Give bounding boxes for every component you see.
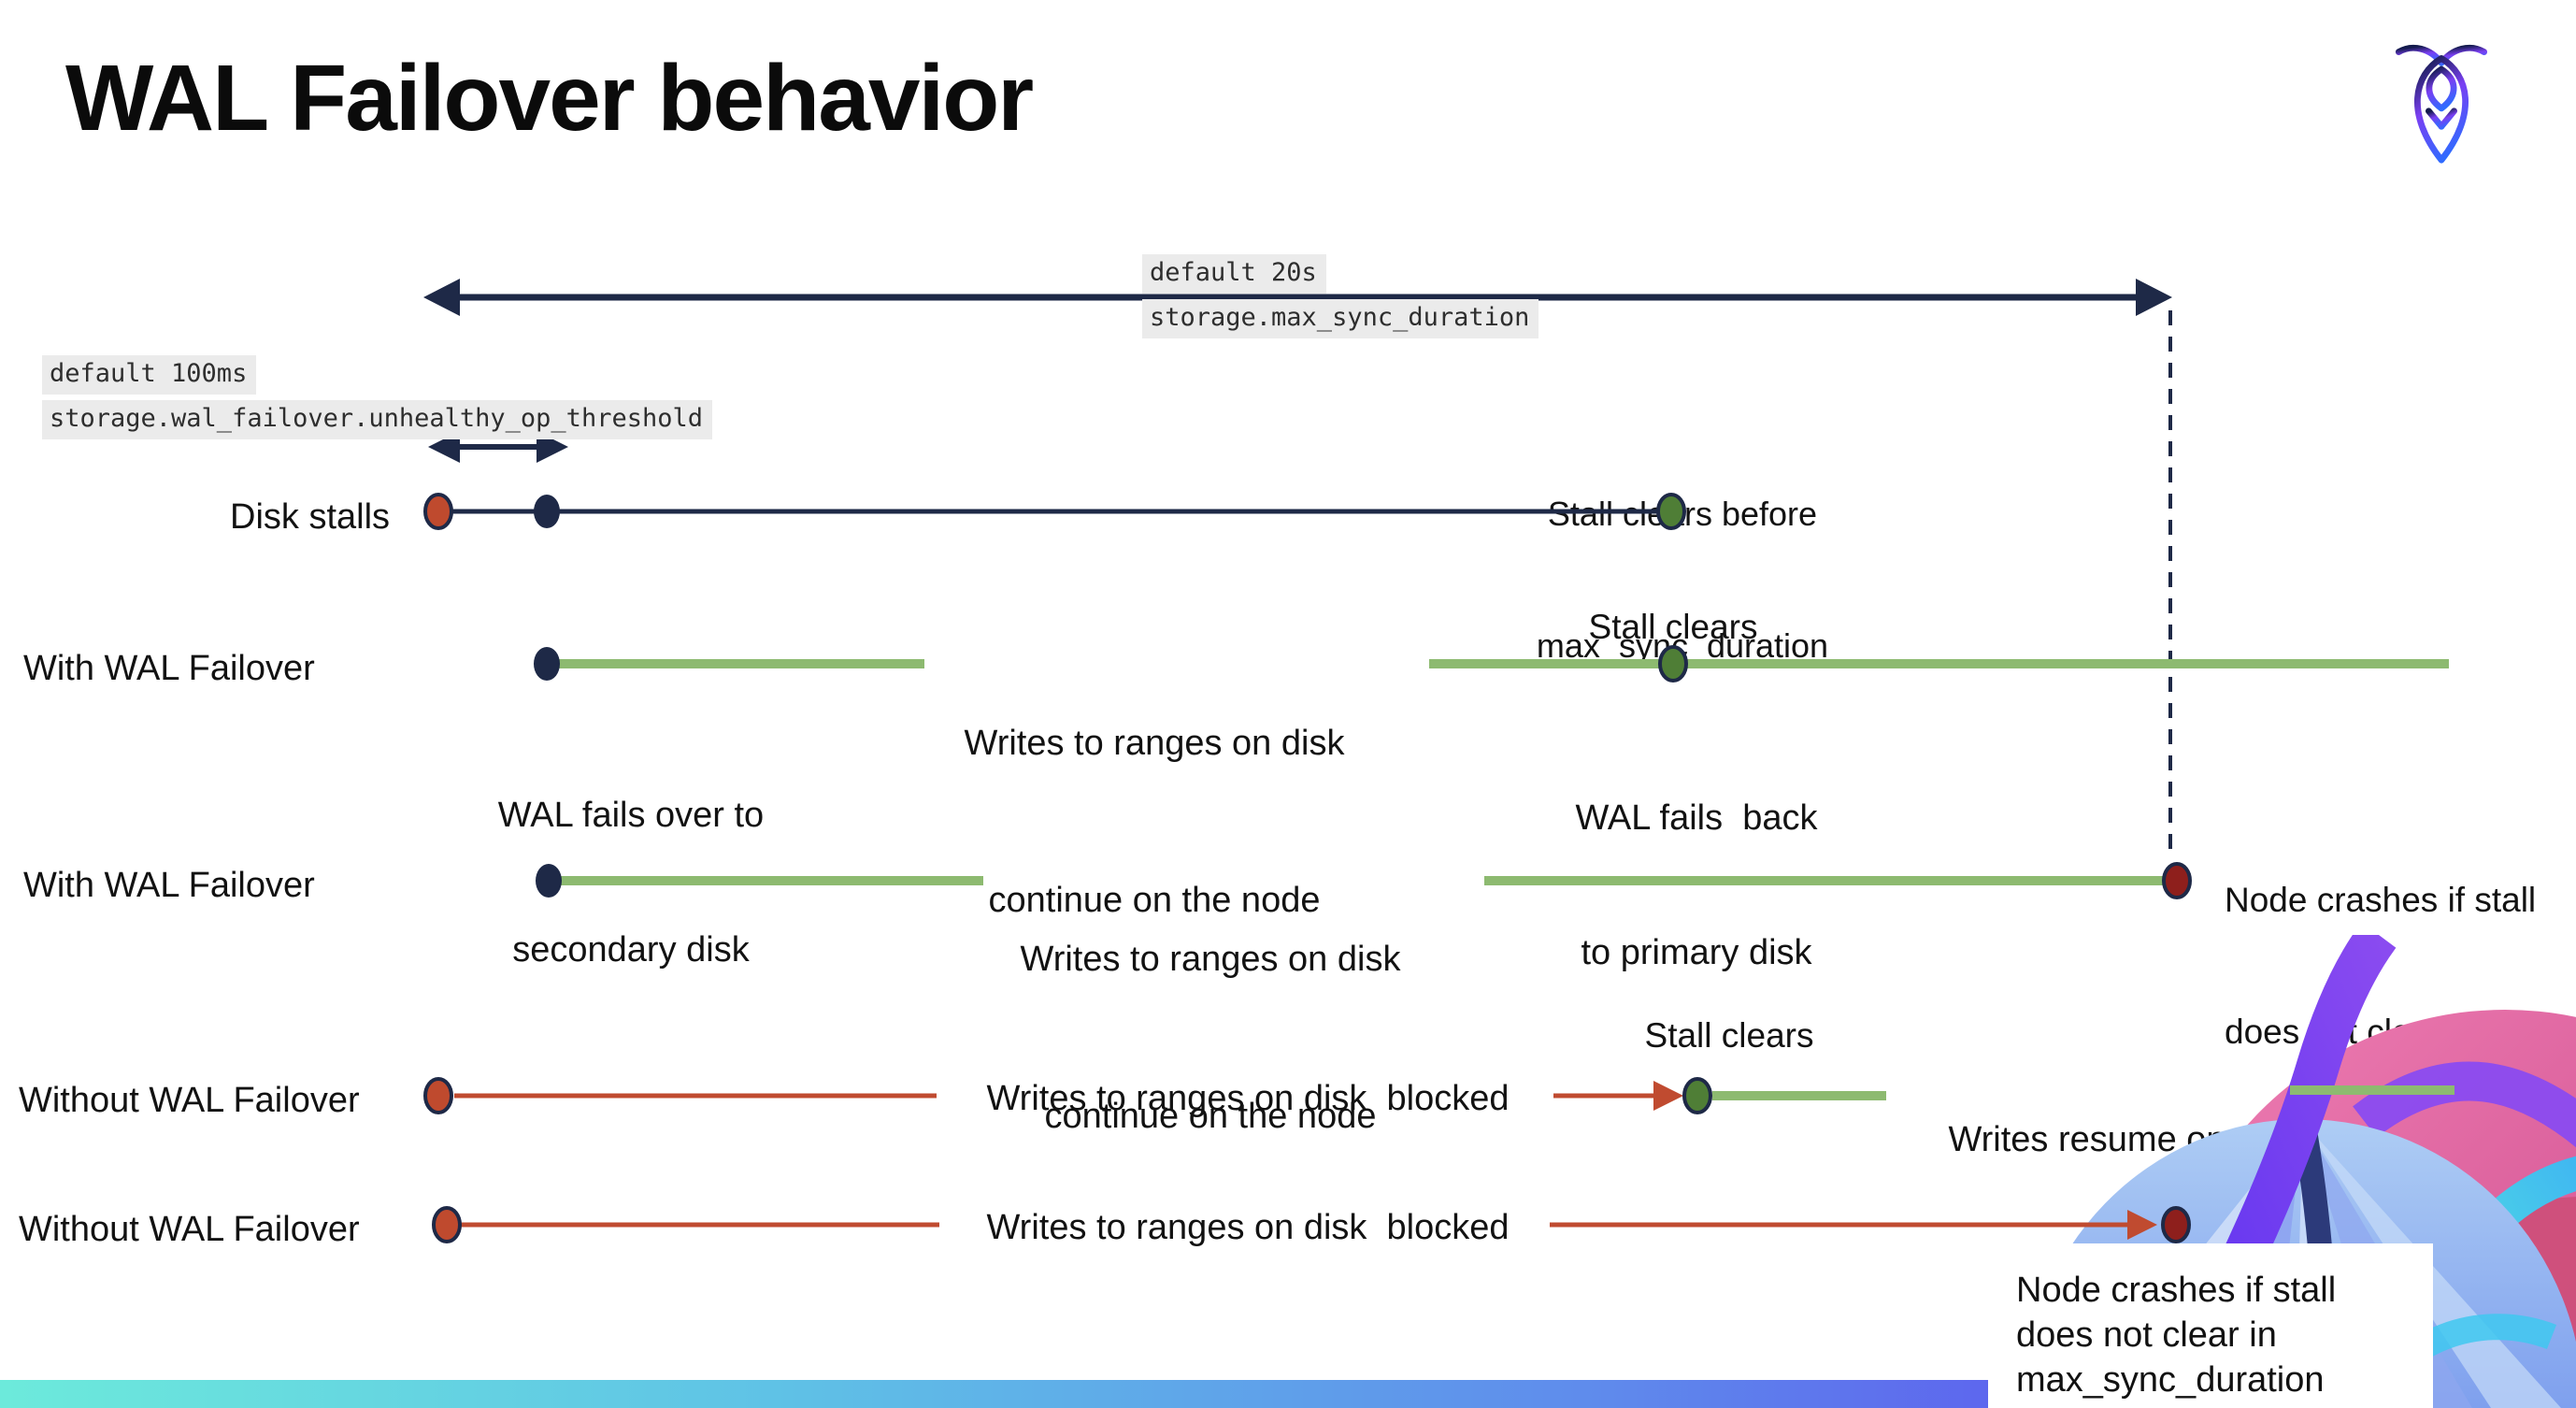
wal-fails-back-label: WAL fails back to primary disk	[1575, 798, 1818, 972]
stall-start-dot	[432, 1206, 462, 1243]
node-crash-dot	[2162, 862, 2192, 899]
slide-title: WAL Failover behavior	[65, 46, 1034, 151]
threshold-dot	[534, 495, 560, 528]
stall-start-dot	[423, 1077, 453, 1114]
failover-dot	[534, 647, 560, 681]
stall-clears-label-1: Stall clears	[1588, 608, 1758, 646]
stall-clears-dot	[1682, 1077, 1712, 1114]
row-label-without-wal-failover-2: Without WAL Failover	[19, 1210, 360, 1249]
writes-blocked-label-1: Writes to ranges on disk blocked	[986, 1079, 1510, 1118]
writes-continue-label-1: Writes to ranges on disk continue on the…	[964, 724, 1345, 920]
stall-clears-before-label: Stall clears before max_sync_duration	[1536, 495, 1829, 665]
cockroachdb-logo-icon	[2395, 44, 2488, 164]
crash-note-text: Node crashes if stall does not clear in …	[2016, 1271, 2337, 1400]
row-label-with-wal-failover-1: With WAL Failover	[23, 649, 315, 688]
stall-start-dot	[423, 493, 453, 530]
crash-note-box: Node crashes if stall does not clear in …	[1988, 1243, 2433, 1408]
row-label-without-wal-failover-1: Without WAL Failover	[19, 1081, 360, 1120]
row-label-with-wal-failover-2: With WAL Failover	[23, 866, 315, 905]
stall-clears-label-2: Stall clears	[1644, 1016, 1814, 1055]
writes-blocked-label-2: Writes to ranges on disk blocked	[986, 1208, 1510, 1247]
row-label-disk-stalls: Disk stalls	[230, 497, 391, 537]
wal-fails-over-label: WAL fails over to secondary disk	[497, 796, 765, 970]
writes-continue-label-2: Writes to ranges on disk continue on the…	[1020, 940, 1401, 1136]
art-purple-arc	[2353, 1061, 2576, 1148]
unhealthy-op-threshold-annotation: default 100ms storage.wal_failover.unhea…	[42, 355, 712, 445]
max-sync-duration-annotation: default 20s storage.max_sync_duration	[1142, 254, 1539, 344]
